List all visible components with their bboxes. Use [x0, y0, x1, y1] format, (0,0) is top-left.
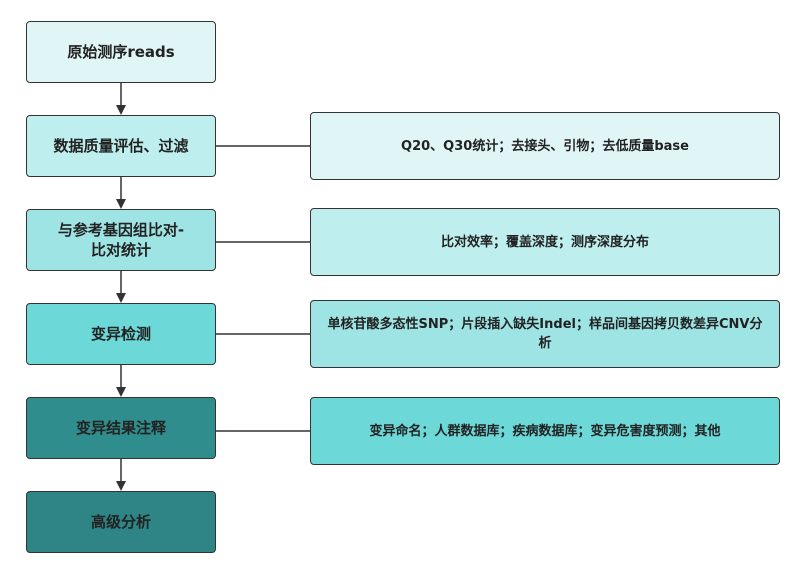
step-alignment: 与参考基因组比对- 比对统计 — [26, 209, 216, 271]
detail-alignment-stats-label: 比对效率；覆盖深度；测序深度分布 — [440, 234, 649, 250]
detail-quality-stats-label: Q20、Q30统计；去接头、引物；去低质量base — [401, 138, 689, 154]
step-advanced-analysis: 高级分析 — [26, 491, 216, 553]
detail-quality-stats: Q20、Q30统计；去接头、引物；去低质量base — [310, 112, 780, 180]
detail-annotation-sources: 变异命名；人群数据库；疾病数据库；变异危害度预测；其他 — [310, 397, 780, 465]
step-alignment-label: 与参考基因组比对- 比对统计 — [57, 221, 185, 259]
step-variant-detection-label: 变异检测 — [90, 325, 151, 343]
step-raw-reads: 原始测序reads — [26, 21, 216, 83]
step-variant-annotation: 变异结果注释 — [26, 397, 216, 459]
step-advanced-analysis-label: 高级分析 — [90, 513, 151, 531]
step-quality-filter: 数据质量评估、过滤 — [26, 115, 216, 177]
detail-variant-types: 单核苷酸多态性SNP；片段插入缺失Indel；样品间基因拷贝数差异CNV分析 — [310, 300, 780, 368]
step-quality-filter-label: 数据质量评估、过滤 — [53, 137, 189, 155]
step-variant-detection: 变异检测 — [26, 303, 216, 365]
step-raw-reads-label: 原始测序reads — [67, 43, 175, 61]
step-variant-annotation-label: 变异结果注释 — [75, 419, 166, 437]
detail-alignment-stats: 比对效率；覆盖深度；测序深度分布 — [310, 208, 780, 276]
detail-annotation-sources-label: 变异命名；人群数据库；疾病数据库；变异危害度预测；其他 — [369, 423, 721, 439]
detail-variant-types-label: 单核苷酸多态性SNP；片段插入缺失Indel；样品间基因拷贝数差异CNV分析 — [327, 317, 763, 351]
